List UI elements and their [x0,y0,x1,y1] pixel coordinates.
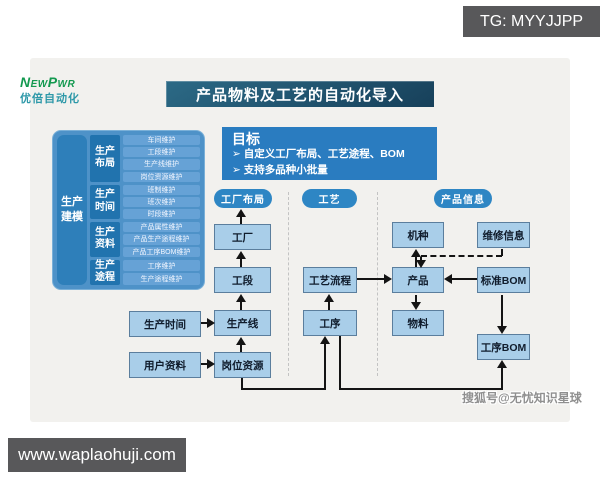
watermark: 搜狐号@无忧知识星球 [462,391,582,405]
brand-logo: NewPwr [20,74,76,90]
flow-box-factory: 工厂 [214,224,271,250]
flow-box-station-resource: 岗位资源 [214,352,271,378]
production-modeling-tree: 生产建模 生产布局 车间维护 工段维护 生产线维护 岗位资源维护 生产时间 班制… [52,130,205,290]
section-pill-product-info: 产品信息 [434,189,492,208]
arrow-segment-to-factory-head [236,251,246,259]
tree-item: 产品生产途程维护 [123,234,200,245]
tree-item: 工段维护 [123,147,200,158]
tree-items-route: 工序维护 生产途程维护 [123,259,200,286]
tree-item: 时段维护 [123,209,200,220]
tree-group-data: 生产资料 产品属性维护 产品生产途程维护 产品工序BOM维护 [90,222,200,257]
brand-subtitle: 优倍自动化 [20,93,80,105]
goals-bullet-1: ➢ 自定义工厂布局、工艺途程、BOM [232,148,405,161]
tree-item: 生产线维护 [123,159,200,170]
flow-box-model: 机种 [392,222,444,248]
tree-item: 班次维护 [123,196,200,208]
tree-group-layout: 生产布局 车间维护 工段维护 生产线维护 岗位资源维护 [90,135,200,182]
route-operation-to-opbom-rise [501,368,503,390]
route-station-to-operation-run [241,388,326,390]
flow-box-operation-bom: 工序BOM [477,334,530,360]
arrow-prodtime-to-line-head [207,318,215,328]
flow-box-segment: 工段 [214,267,271,293]
column-separator-2 [377,192,378,376]
flow-box-process-route: 工艺流程 [303,267,357,293]
column-separator-1 [288,192,289,376]
flow-box-product: 产品 [392,267,444,293]
route-operation-to-opbom-drop [339,336,341,390]
route-station-to-operation-drop [241,378,243,390]
tree-item: 岗位资源维护 [123,171,200,182]
tree-item: 班制维护 [123,184,200,195]
route-station-to-operation-rise [324,344,326,390]
arrow-product-to-material-line [415,295,417,303]
arrow-station-to-line-head [236,337,246,345]
tree-item: 生产途程维护 [123,273,200,286]
tree-group-time: 生产时间 班制维护 班次维护 时段维护 [90,184,200,220]
tree-items-time: 班制维护 班次维护 时段维护 [123,184,200,220]
arrow-userdata-to-station-line [201,363,207,365]
arrow-line-to-segment-line [240,302,242,310]
tree-item: 产品工序BOM维护 [123,246,200,257]
flow-box-operation: 工序 [303,310,357,336]
arrow-stdbom-to-product-line [452,278,477,280]
route-operation-to-opbom-head [497,360,507,368]
flow-box-production-line: 生产线 [214,310,271,336]
arrow-stdbom-to-product-head [444,274,452,284]
tree-groups: 生产布局 车间维护 工段维护 生产线维护 岗位资源维护 生产时间 班制维护 班次… [90,135,200,286]
tree-items-data: 产品属性维护 产品生产途程维护 产品工序BOM维护 [123,222,200,257]
tree-group-route: 生产途程 工序维护 生产途程维护 [90,259,200,286]
arrow-factory-to-pill-line [240,217,242,224]
route-operation-to-opbom-run [339,388,503,390]
route-station-to-operation-head [320,336,330,344]
arrow-prodtime-to-line-line [201,322,207,324]
arrow-product-to-model-head [411,249,421,257]
flow-box-standard-bom: 标准BOM [477,267,530,293]
arrow-segment-to-factory-line [240,259,242,267]
tree-items-layout: 车间维护 工段维护 生产线维护 岗位资源维护 [123,135,200,182]
flow-box-material: 物料 [392,310,444,336]
flow-box-user-data: 用户资料 [129,352,201,378]
flow-box-repair-info: 维修信息 [477,222,530,248]
tree-item: 工序维护 [123,259,200,272]
arrow-line-to-segment-head [236,294,246,302]
telegram-badge: TG: MYYJJPP [463,6,600,37]
dashed-repair-to-product-head [416,260,426,268]
arrow-userdata-to-station-head [207,359,215,369]
tree-category-time: 生产时间 [90,184,120,220]
section-pill-factory-layout: 工厂布局 [214,189,272,208]
tree-category-data: 生产资料 [90,222,120,257]
page-title: 产品物料及工艺的自动化导入 [166,81,434,107]
goals-bullet-2: ➢ 支持多品种小批量 [232,163,328,176]
arrow-route-to-product-head [384,274,392,284]
goals-heading: 目标 [232,131,260,147]
goals-box: 目标 ➢ 自定义工厂布局、工艺途程、BOM ➢ 支持多品种小批量 [222,127,437,180]
flow-box-production-time: 生产时间 [129,311,201,337]
arrow-station-to-line-line [240,345,242,352]
arrow-operation-to-route-line [328,302,330,310]
tree-root: 生产建模 [57,135,87,285]
tree-category-layout: 生产布局 [90,135,120,182]
tree-category-route: 生产途程 [90,259,120,285]
tree-item: 产品属性维护 [123,222,200,233]
dashed-repair-drop-line [501,249,503,256]
arrow-route-to-product-line [357,278,384,280]
section-pill-process: 工艺 [302,189,357,208]
arrow-stdbom-to-opbom-line [501,295,503,327]
website-badge: www.waplaohuji.com [8,438,186,472]
arrow-operation-to-route-head [324,294,334,302]
arrow-product-to-material-head [411,302,421,310]
dashed-repair-arrow-stem [420,257,422,261]
arrow-stdbom-to-opbom-head [497,326,507,334]
dashed-repair-to-product-line [421,255,502,257]
arrow-factory-to-pill-head [236,209,246,217]
tree-item: 车间维护 [123,135,200,146]
